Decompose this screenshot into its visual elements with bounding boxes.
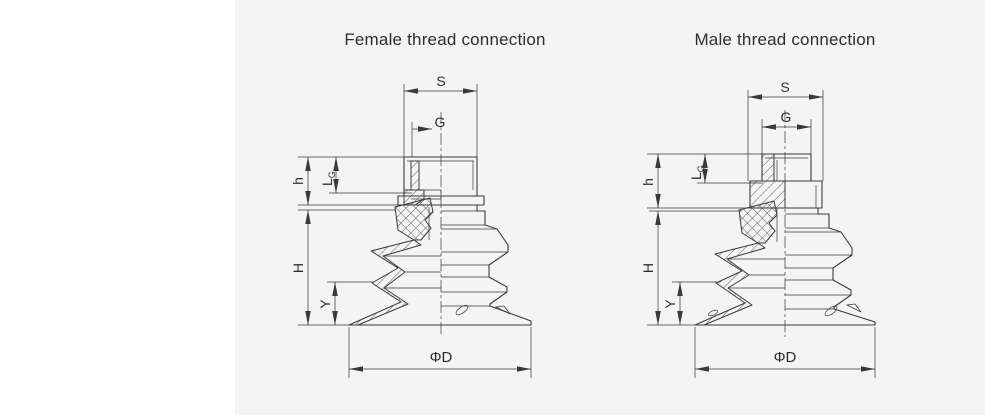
dimension-h-female: h (290, 156, 404, 206)
thread-insert-wall-section (410, 160, 420, 191)
dim-label-h: h (640, 178, 656, 186)
dim-label-H: H (290, 263, 306, 273)
figure-male: S G h LG H (640, 79, 876, 378)
dim-label-g: G (781, 109, 792, 125)
dimension-y-female: Y (317, 281, 374, 325)
bellows-exterior (784, 207, 876, 326)
dimension-g-male: G (761, 109, 812, 154)
skirt-male (694, 303, 876, 326)
dimension-s-female: S (403, 73, 478, 157)
figure-female: S G h LG H (290, 73, 532, 378)
dim-label-d: ΦD (430, 349, 453, 366)
dim-label-y: Y (317, 299, 333, 309)
thread-fitting-male (749, 153, 823, 242)
bellows-exterior (440, 204, 532, 326)
dim-label-s: S (436, 73, 445, 89)
dimension-lg-male: LG (688, 154, 763, 184)
figure-title-male: Male thread connection (694, 30, 876, 49)
rubber-mount-cross-section (738, 200, 778, 244)
dim-label-lg: LG (688, 165, 706, 180)
dim-label-s: S (780, 79, 789, 95)
dimension-y-male: Y (662, 281, 718, 325)
dim-label-g: G (435, 114, 446, 130)
skirt-nub (845, 303, 862, 313)
dim-label-H: H (640, 263, 656, 273)
dimension-H-male: H (640, 210, 742, 325)
figure-title-female: Female thread connection (344, 30, 546, 49)
thread-stud-section (761, 153, 775, 182)
skirt-female (348, 304, 532, 326)
dimension-H-female: H (290, 209, 396, 325)
dim-label-lg: LG (319, 171, 337, 186)
skirt-vent-hole (824, 305, 838, 317)
dim-label-d: ΦD (774, 349, 797, 366)
skirt-nub (494, 305, 511, 315)
dimension-d-male: ΦD (647, 324, 876, 378)
dimension-lg-female: LG (319, 157, 412, 194)
skirt-vent-hole-section (708, 309, 718, 317)
dimension-g-female: G (411, 114, 446, 157)
dimension-d-female: ΦD (298, 324, 532, 378)
diagram-panel (235, 0, 985, 415)
skirt-vent-hole (455, 304, 469, 316)
bellows-cross-section (694, 242, 785, 326)
dim-label-y: Y (662, 299, 678, 309)
bellows-cross-section (348, 239, 441, 326)
dimension-h-male: h (640, 153, 762, 209)
dimension-s-male: S (747, 79, 824, 181)
rubber-mount-cross-section (394, 197, 434, 241)
dim-label-h: h (290, 177, 306, 185)
